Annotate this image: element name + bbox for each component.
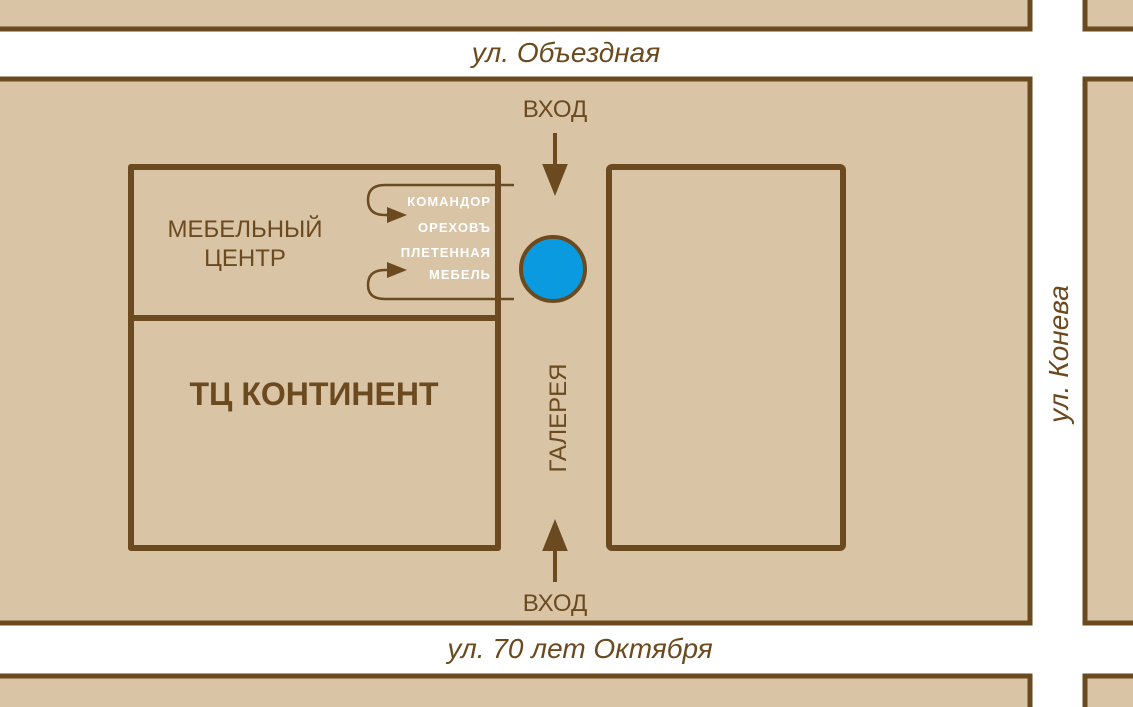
shop-label-pletennaya: ПЛЕТЕННАЯ	[401, 245, 491, 260]
entrance-label-bottom: ВХОД	[523, 590, 588, 617]
furniture-center-label-line-1: МЕБЕЛЬНЫЙ	[167, 215, 322, 243]
block-main	[0, 76, 1033, 626]
block-right	[1082, 76, 1133, 626]
block-top-left	[0, 0, 1033, 32]
shop-label-komandor: КОМАНДОР	[407, 194, 491, 209]
gallery-label: ГАЛЕРЕЯ	[545, 363, 572, 472]
block-bottom-left	[0, 673, 1033, 707]
shop-label-mebel: МЕБЕЛЬ	[429, 267, 491, 282]
shop-pointer-lower	[366, 262, 514, 301]
building-mall	[128, 315, 501, 551]
street-label-bottom: ул. 70 лет Октября	[445, 633, 712, 664]
street-label-right: ул. Конева	[1043, 285, 1074, 425]
block-bottom-right	[1082, 673, 1133, 707]
street-label-top: ул. Объездная	[470, 37, 660, 68]
entrance-label-top: ВХОД	[523, 96, 588, 123]
shop-pointer-upper	[366, 183, 514, 223]
mall-label: ТЦ КОНТИНЕНТ	[190, 376, 439, 412]
furniture-center-label-line-2: ЦЕНТР	[204, 245, 286, 272]
building-right	[606, 164, 846, 551]
block-top-right	[1082, 0, 1133, 32]
shop-label-orekhov: ОРЕХОВЪ	[418, 220, 491, 235]
location-marker-icon	[519, 235, 587, 303]
